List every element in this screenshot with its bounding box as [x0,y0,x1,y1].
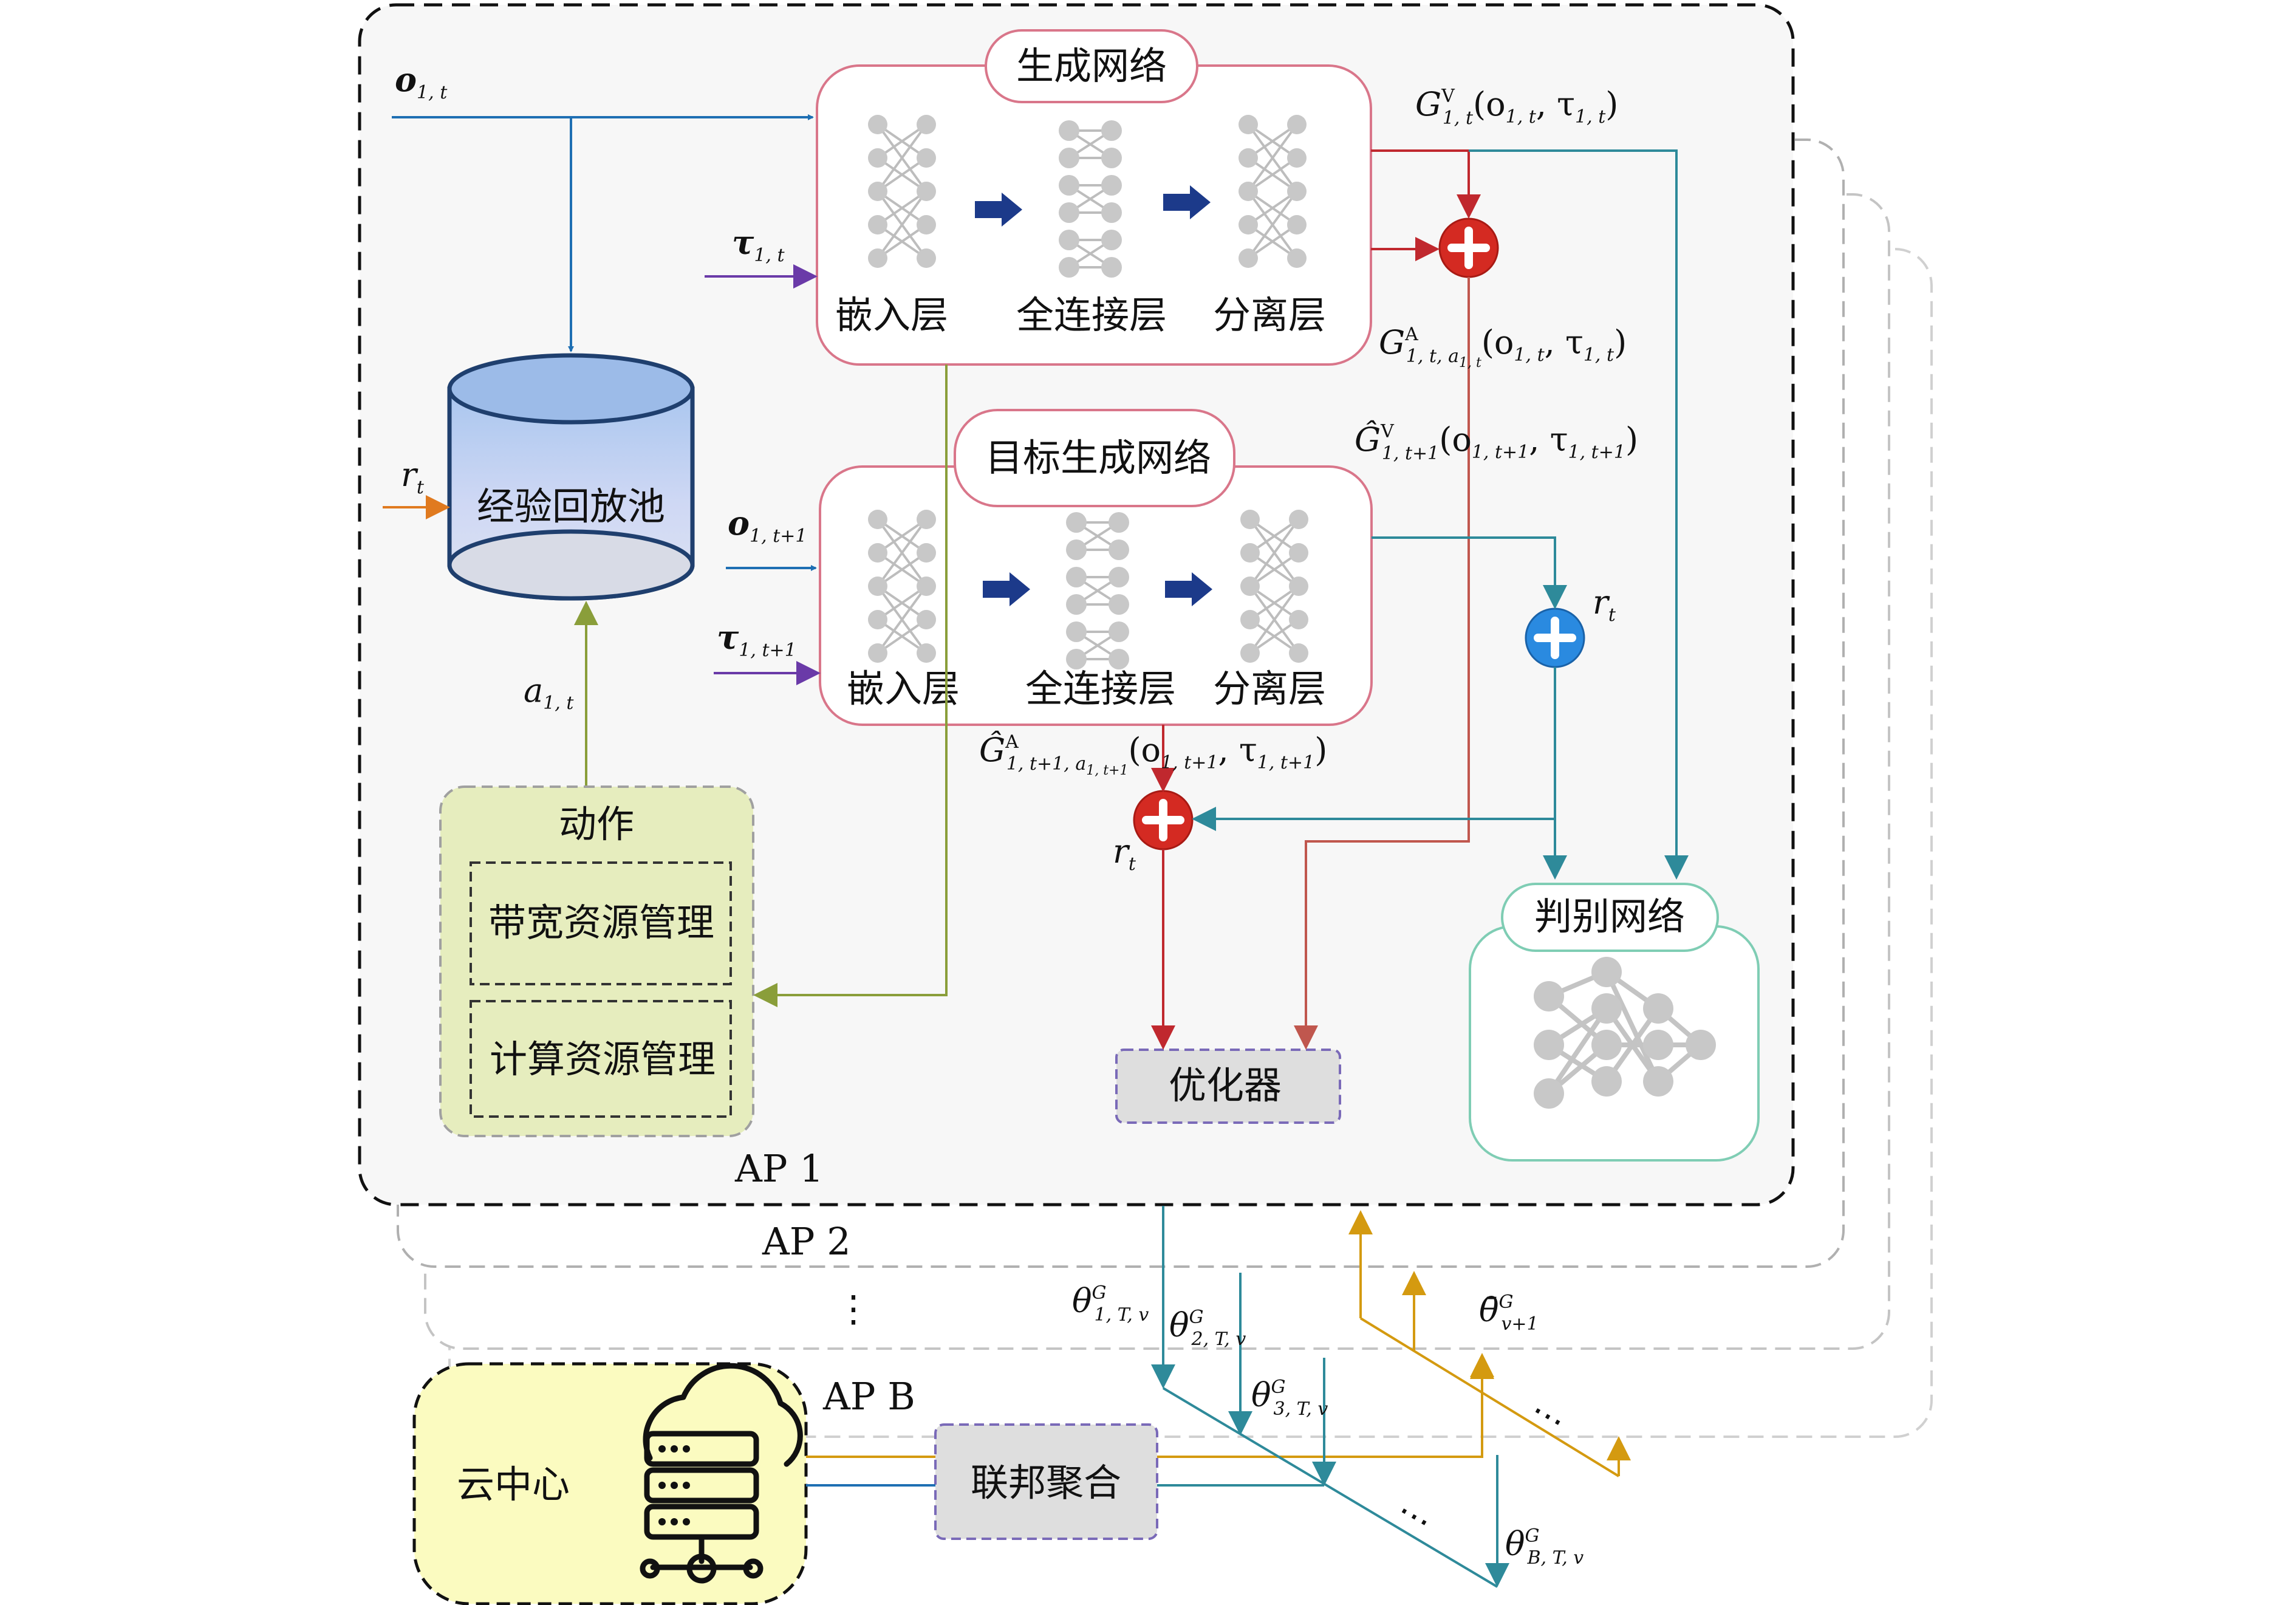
generator-title: 生成网络 [1016,44,1167,88]
fed-dots-2: ⋯ [1390,1491,1439,1542]
target-value-to-blue-plus-arrow [1372,536,1567,609]
label-tau1t: τ1, t [732,223,785,266]
plus-top-to-optimizer-arrow [1294,277,1470,1050]
generator-embed-label: 嵌入层 [835,293,948,337]
label-a1t: a1, t [524,671,574,714]
cloud-server-dots [658,1445,690,1525]
compute-mgmt-label: 计算资源管理 [490,1037,716,1081]
plus-node-blue [1525,607,1585,668]
ap-2-label: AP 2 [762,1219,851,1264]
target-generator-title: 目标生成网络 [985,436,1211,480]
replay-buffer-label: 经验回放池 [477,484,665,529]
cloud-center-box [412,1362,808,1605]
plus-node-red-top [1438,217,1499,278]
label-rt-buffer: rt [401,456,425,498]
optimizer-label: 优化器 [1169,1063,1282,1107]
label-rt-red: rt [1113,832,1136,875]
discriminator-title: 判别网络 [1534,894,1685,939]
target-split-label: 分离层 [1213,666,1326,711]
ap-b-label: AP B [822,1374,915,1418]
generator-split-label: 分离层 [1213,293,1326,337]
generator-value-to-discriminator-arrow [1469,149,1689,880]
label-tau1t1: τ1, t+1 [717,618,796,661]
cloud-center-label: 云中心 [457,1462,570,1507]
target-fc-label: 全连接层 [1025,666,1176,711]
fed-agg-box [934,1423,1158,1540]
bandwidth-mgmt-label: 带宽资源管理 [488,900,714,945]
generator-fc-label: 全连接层 [1016,293,1167,337]
optimizer-box [1115,1049,1341,1124]
plus-node-red-bottom [1133,790,1194,850]
target-generator-title-box [954,409,1235,507]
action-title: 动作 [559,802,634,846]
replay-buffer-top [447,353,695,425]
thetabar-broadcast-diagonal [1359,1317,1620,1477]
generator-to-action-arrow [753,364,948,1007]
compute-mgmt-box [470,1000,732,1118]
replay-buffer-bottom-band [447,529,695,601]
theta-upload-diagonal [1162,1387,1498,1588]
ap-1-label: AP 1 [734,1146,824,1191]
generator-title-box [985,29,1198,103]
ap-b-label-text: AP B [822,1374,915,1418]
action-box [439,785,754,1137]
label-rt-blue: rt [1593,583,1616,626]
label-o1t1: o1, t+1 [728,504,807,547]
target-embed-label: 嵌入层 [847,666,960,711]
cloud-server-icon [640,1363,803,1584]
bandwidth-mgmt-box [470,861,732,985]
discriminator-mesh [1534,957,1716,1109]
discriminator-title-box [1501,883,1719,952]
ap-vdots: ⋮ [835,1288,872,1330]
label-o1t: o1, t [395,60,448,103]
fed-agg-label: 联邦聚合 [971,1460,1121,1505]
